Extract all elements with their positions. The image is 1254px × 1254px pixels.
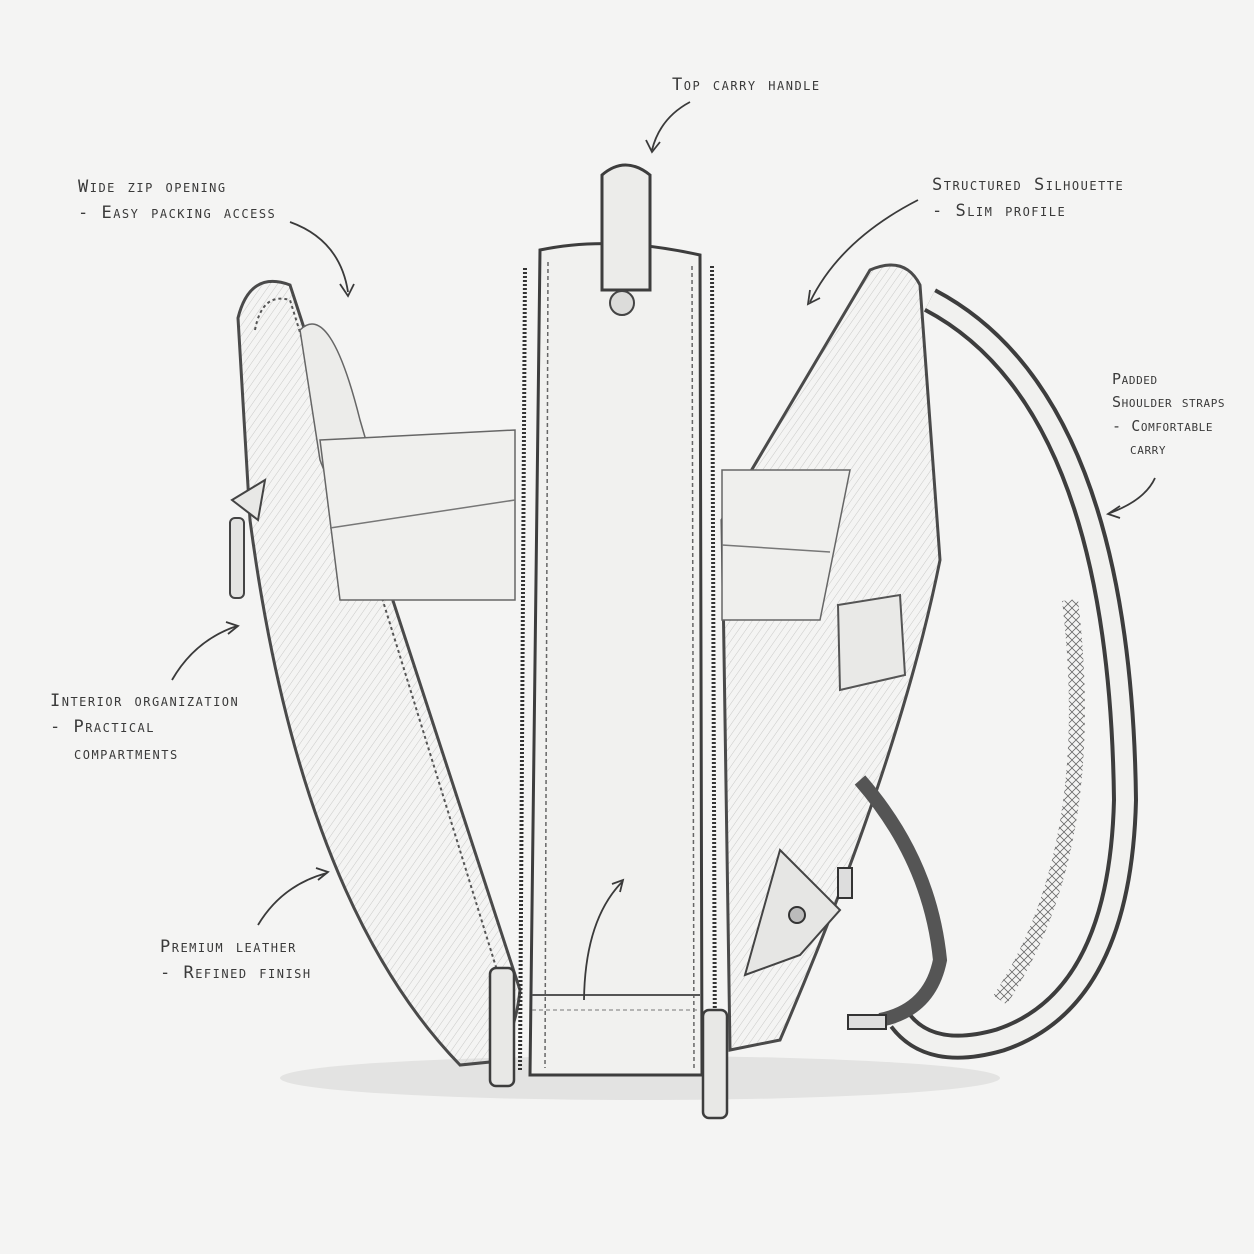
label-straps: Padded Shoulder straps - Comfortable car… [1112,368,1225,461]
label-straps-line2: Shoulder straps [1112,393,1226,412]
ground-shadow [280,1056,1000,1100]
arrow-silhouette [809,199,919,303]
label-zip-opening: Wide zip opening - Easy packing access [78,174,276,227]
label-top-handle: Top carry handle [672,72,821,98]
arrow-straps [1109,477,1156,514]
label-top-handle-line1: Top carry handle [672,75,821,95]
right-flap [720,263,942,1052]
label-interior-line2: - Practical [50,717,156,738]
label-straps-line3: - Comfortable [1112,416,1214,435]
label-interior-line1: Interior organization [50,691,240,711]
label-zip-opening-line2: - Easy packing access [78,203,277,224]
label-silhouette-line1: Structured Silhouette [932,175,1125,195]
label-silhouette: Structured Silhouette - Slim profile [932,172,1124,225]
shoulder-straps [837,288,1139,1060]
left-flap [236,280,522,1067]
label-interior: Interior organization - Practical compar… [50,688,239,767]
label-straps-line1: Padded [1112,370,1158,388]
label-zip-opening-line1: Wide zip opening [78,177,227,197]
label-straps-line4: carry [1130,439,1167,458]
label-silhouette-line2: - Slim profile [932,201,1067,222]
arrow-leather [257,872,328,926]
annotation-arrows [171,101,1156,1001]
top-handle [600,163,652,316]
label-leather: Premium leather - Refined finish [160,934,312,987]
zip-pull-left [229,478,267,599]
arrow-interior [171,625,238,681]
label-leather-line2: - Refined finish [160,963,312,984]
zip-pull-right [701,1008,729,1120]
arrow-zip-opening [289,221,349,293]
zip-pull-center [488,966,516,1088]
label-interior-line3: compartments [74,743,179,764]
center-panel [518,242,717,1077]
arrow-top-handle [651,101,691,151]
label-leather-line1: Premium leather [160,937,297,957]
arrow-center [583,881,623,1001]
